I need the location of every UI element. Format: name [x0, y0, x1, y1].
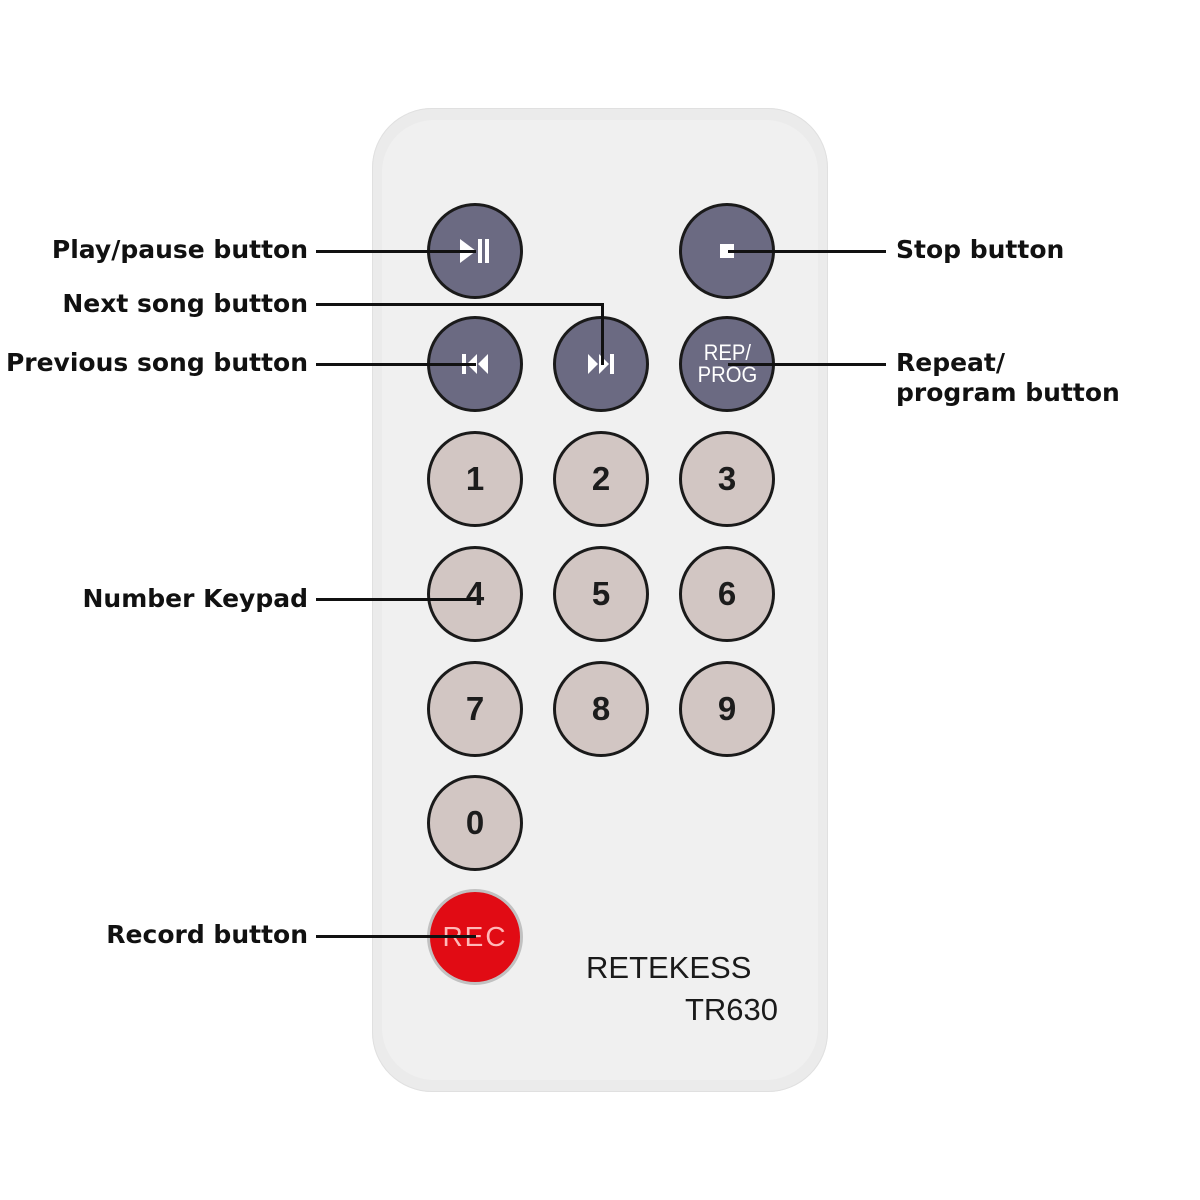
key-2-label: 2 [591, 460, 611, 497]
key-2-button[interactable]: 2 [553, 431, 649, 527]
repeat-label-line2: program button [896, 378, 1120, 407]
key-4-button[interactable]: 4 [427, 546, 523, 642]
next-song-callout-drop [601, 303, 604, 365]
key-3-label: 3 [717, 460, 737, 497]
repeat-label-line1: Repeat/ [896, 348, 1006, 377]
previous-song-callout-line [316, 363, 476, 366]
stop-icon [720, 244, 734, 258]
key-9-label: 9 [717, 690, 737, 727]
repeat-callout-line [728, 363, 886, 366]
key-4-label: 4 [465, 575, 485, 612]
stop-label: Stop button [896, 235, 1065, 264]
key-1-label: 1 [465, 460, 485, 497]
key-5-label: 5 [591, 575, 611, 612]
key-7-button[interactable]: 7 [427, 661, 523, 757]
next-song-label: Next song button [62, 289, 308, 318]
key-8-button[interactable]: 8 [553, 661, 649, 757]
record-label: Record button [106, 920, 308, 949]
key-5-button[interactable]: 5 [553, 546, 649, 642]
model-number: TR630 [684, 992, 778, 1027]
prog-text: PROG [697, 362, 757, 387]
repeat-program-label: REP/ PROG [697, 342, 757, 386]
key-0-label: 0 [465, 804, 485, 841]
key-8-label: 8 [591, 690, 611, 727]
play-pause-callout-line [316, 250, 476, 253]
record-callout-line [316, 935, 476, 938]
key-1-button[interactable]: 1 [427, 431, 523, 527]
key-0-button[interactable]: 0 [427, 775, 523, 871]
play-pause-label: Play/pause button [51, 235, 308, 264]
key-3-button[interactable]: 3 [679, 431, 775, 527]
number-keypad-label: Number Keypad [82, 584, 308, 613]
key-7-label: 7 [465, 690, 485, 727]
brand-logo: RETEKESS [586, 950, 752, 985]
keypad-callout-line [316, 598, 476, 601]
key-6-label: 6 [717, 575, 737, 612]
next-song-callout-line [316, 303, 604, 306]
rep-text: REP/ [703, 340, 751, 365]
stop-callout-line [728, 250, 886, 253]
key-9-button[interactable]: 9 [679, 661, 775, 757]
previous-song-label: Previous song button [5, 348, 308, 377]
key-6-button[interactable]: 6 [679, 546, 775, 642]
